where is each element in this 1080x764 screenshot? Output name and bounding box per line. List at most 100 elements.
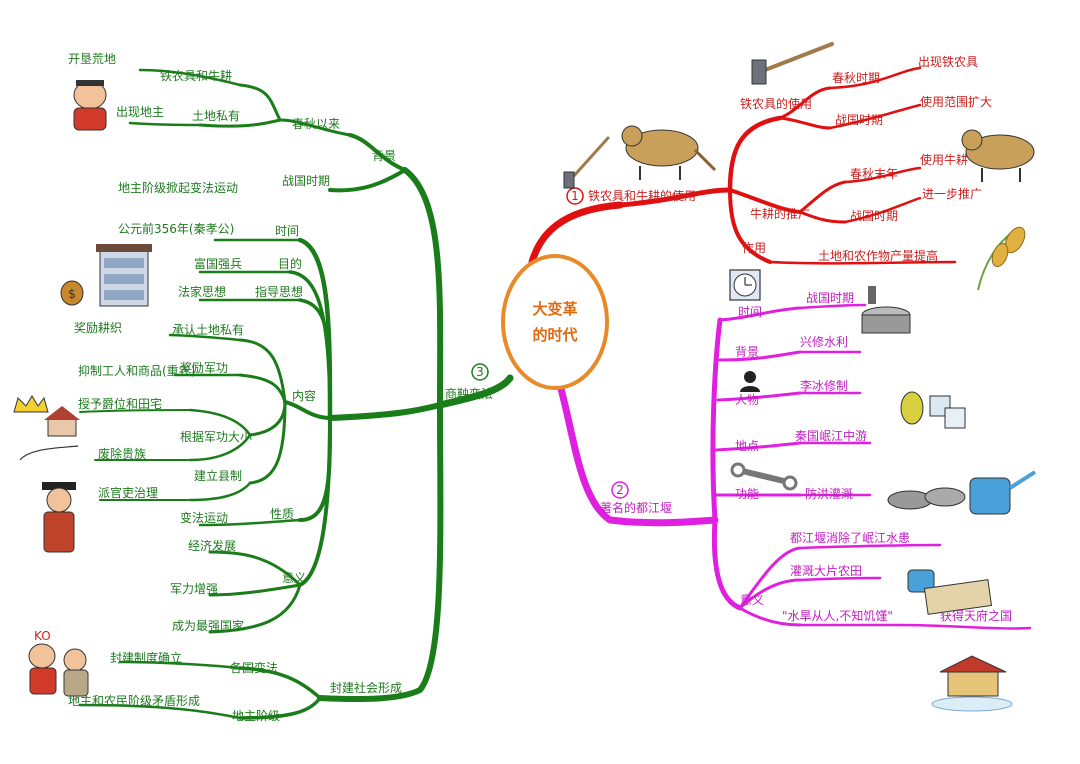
center-title-line2: 的时代 <box>532 326 577 344</box>
chuxian-dizhu-label: 出现地主 <box>116 105 164 119</box>
r-chunqiu-label: 春秋时期 <box>832 71 880 85</box>
dizhu-jieji-label: 地主阶级 <box>232 709 280 723</box>
kaiken-label: 开垦荒地 <box>68 52 116 66</box>
shoyu-label: 授予爵位和田宅 <box>78 396 162 411</box>
ko-badge: KO <box>34 629 51 643</box>
money-bag-icon: $ <box>60 280 84 306</box>
yiyi-label: 意义 <box>282 570 306 585</box>
fengjian-zhidu-label: 封建制度确立 <box>110 650 182 665</box>
geguo-label: 各国变法 <box>230 660 278 675</box>
circled-number-1: 1 <box>571 189 579 203</box>
fengjian-xingcheng-label: 封建社会形成 <box>330 680 402 695</box>
fanghong-label: 防洪灌溉 <box>805 486 853 501</box>
d-yiyi-label: 意义 <box>740 592 764 607</box>
tiezhi-label: 铁农具和牛耕 <box>160 68 232 83</box>
fanwei-label: 使用范围扩大 <box>920 94 992 109</box>
map-scroll-icon <box>923 579 993 615</box>
gongneng-label: 功能 <box>735 487 759 501</box>
landlord-peasant-icon: KO <box>28 629 89 697</box>
svg-text:$: $ <box>68 287 76 301</box>
minjiang-label: 秦国岷江中游 <box>795 428 867 443</box>
left-labels: 3 商鞅变法 背景 春秋以来 铁农具和牛耕 开垦荒地 土地私有 出现地主 战国时… <box>68 52 493 723</box>
circled-number-2: 2 <box>616 483 624 497</box>
tigao-label: 土地和农作物产量提高 <box>818 248 938 263</box>
magenta-branches <box>556 303 1032 630</box>
didian-label: 地点 <box>735 439 759 453</box>
clock-icon <box>729 269 761 301</box>
red-branches <box>528 66 957 266</box>
jinyibu-label: 进一步推广 <box>922 187 982 201</box>
libing-label: 李冰修制 <box>800 378 848 393</box>
watering-can-small-icon <box>907 569 935 593</box>
shijian-label: 时间 <box>275 224 299 238</box>
rocks-icon <box>887 487 966 510</box>
d-beijing-label: 背景 <box>735 345 759 359</box>
xiaochu-label: 都江堰消除了岷江水患 <box>790 530 910 545</box>
center-node: 大变革 的时代 <box>501 254 609 390</box>
watering-can-icon <box>969 470 1037 515</box>
ox-plough-icon <box>621 125 717 180</box>
grain-stalk-icon <box>977 226 1026 291</box>
chunqiu-label: 春秋以来 <box>292 117 340 131</box>
niugeng-tuiguang-label: 牛耕的推广 <box>750 206 810 221</box>
tudi-siyou-label: 土地私有 <box>192 109 240 123</box>
tie-shiyong-label: 铁农具的使用 <box>740 96 812 111</box>
r-zhanguo2-label: 战国时期 <box>850 209 898 223</box>
center-title-line1: 大变革 <box>532 300 577 318</box>
jingji-label: 经济发展 <box>188 538 236 553</box>
d-shijian-label: 时间 <box>738 305 762 319</box>
person-icon <box>740 371 760 392</box>
green-branches <box>78 68 514 720</box>
dujiang-title-label: 著名的都江堰 <box>600 500 672 515</box>
hoe-tool-small-icon <box>563 136 610 189</box>
nongmin-label: 地主和农民阶级矛盾形成 <box>68 694 200 708</box>
chuxian-tie-label: 出现铁农具 <box>918 55 978 69</box>
ox-plough-right-icon <box>961 129 1035 182</box>
wrench-icon <box>730 462 798 491</box>
red-labels: 1 铁农具和牛耕的使用 铁农具的使用 春秋时期 出现铁农具 战国时期 使用范围扩… <box>566 55 992 263</box>
xingzhi-label: 性质 <box>270 507 294 521</box>
circled-number-3: 3 <box>476 365 484 379</box>
beijing-label: 背景 <box>372 149 396 163</box>
renwu-label: 人物 <box>735 393 759 407</box>
feichu-label: 废除贵族 <box>98 446 146 461</box>
zhidao-label: 指导思想 <box>255 284 303 299</box>
genju-label: 根据军功大小 <box>180 430 252 444</box>
dizhu-bianfa-label: 地主阶级掀起变法运动 <box>118 180 238 195</box>
shiyong-niugeng-label: 使用牛耕 <box>920 152 968 167</box>
official-figure-icon <box>42 482 76 553</box>
shangyang-label: 商鞅变法 <box>445 386 493 401</box>
gongyuan-label: 公元前356年(秦孝公) <box>118 221 234 236</box>
landowner-figure-icon <box>73 80 107 131</box>
zhanguo-label: 战国时期 <box>282 174 330 188</box>
magenta-labels: 2 著名的都江堰 时间 战国时期 背景 兴修水利 人物 李冰修制 地点 秦国岷江… <box>600 291 1012 623</box>
zuoyong-label: 作用 <box>742 241 766 255</box>
bianfa-yundong-label: 变法运动 <box>180 510 228 525</box>
xianzhi-label: 建立县制 <box>194 468 242 483</box>
fuguo-label: 富国强兵 <box>194 256 242 271</box>
d-zhanguo-label: 战国时期 <box>806 291 854 305</box>
iron-title-label: 铁农具和牛耕的使用 <box>588 188 696 203</box>
palace-icon <box>931 655 1013 712</box>
hoe-tool-icon <box>751 42 834 85</box>
crown-house-icon <box>13 395 80 461</box>
quote-label: "水旱从人,不知饥馑" <box>782 609 893 623</box>
chengren-label: 承认土地私有 <box>172 323 244 337</box>
zhongnong-label: 抑制工人和商品(重农) <box>78 363 195 378</box>
shangyang-node: 3 商鞅变法 <box>445 363 493 401</box>
tianfu-label: 获得天府之国 <box>940 608 1012 623</box>
guangai-label: 灌溉大片农田 <box>790 564 862 578</box>
mudi-label: 目的 <box>278 256 302 271</box>
neirong-label: 内容 <box>292 388 316 403</box>
guanli-label: 派官吏治理 <box>98 485 158 500</box>
jiangli-jungong-label: 奖励军功 <box>180 361 228 375</box>
pear-icon <box>900 391 924 425</box>
fajia-label: 法家思想 <box>178 284 226 299</box>
shop-building-icon <box>96 244 152 307</box>
qiangguo-label: 成为最强国家 <box>172 618 244 633</box>
r-zhanguo-label: 战国时期 <box>835 113 883 127</box>
xingxiu-label: 兴修水利 <box>800 334 848 349</box>
jiangli-gengzhi-label: 奖励耕织 <box>74 320 122 335</box>
junli-label: 军力增强 <box>170 582 218 596</box>
